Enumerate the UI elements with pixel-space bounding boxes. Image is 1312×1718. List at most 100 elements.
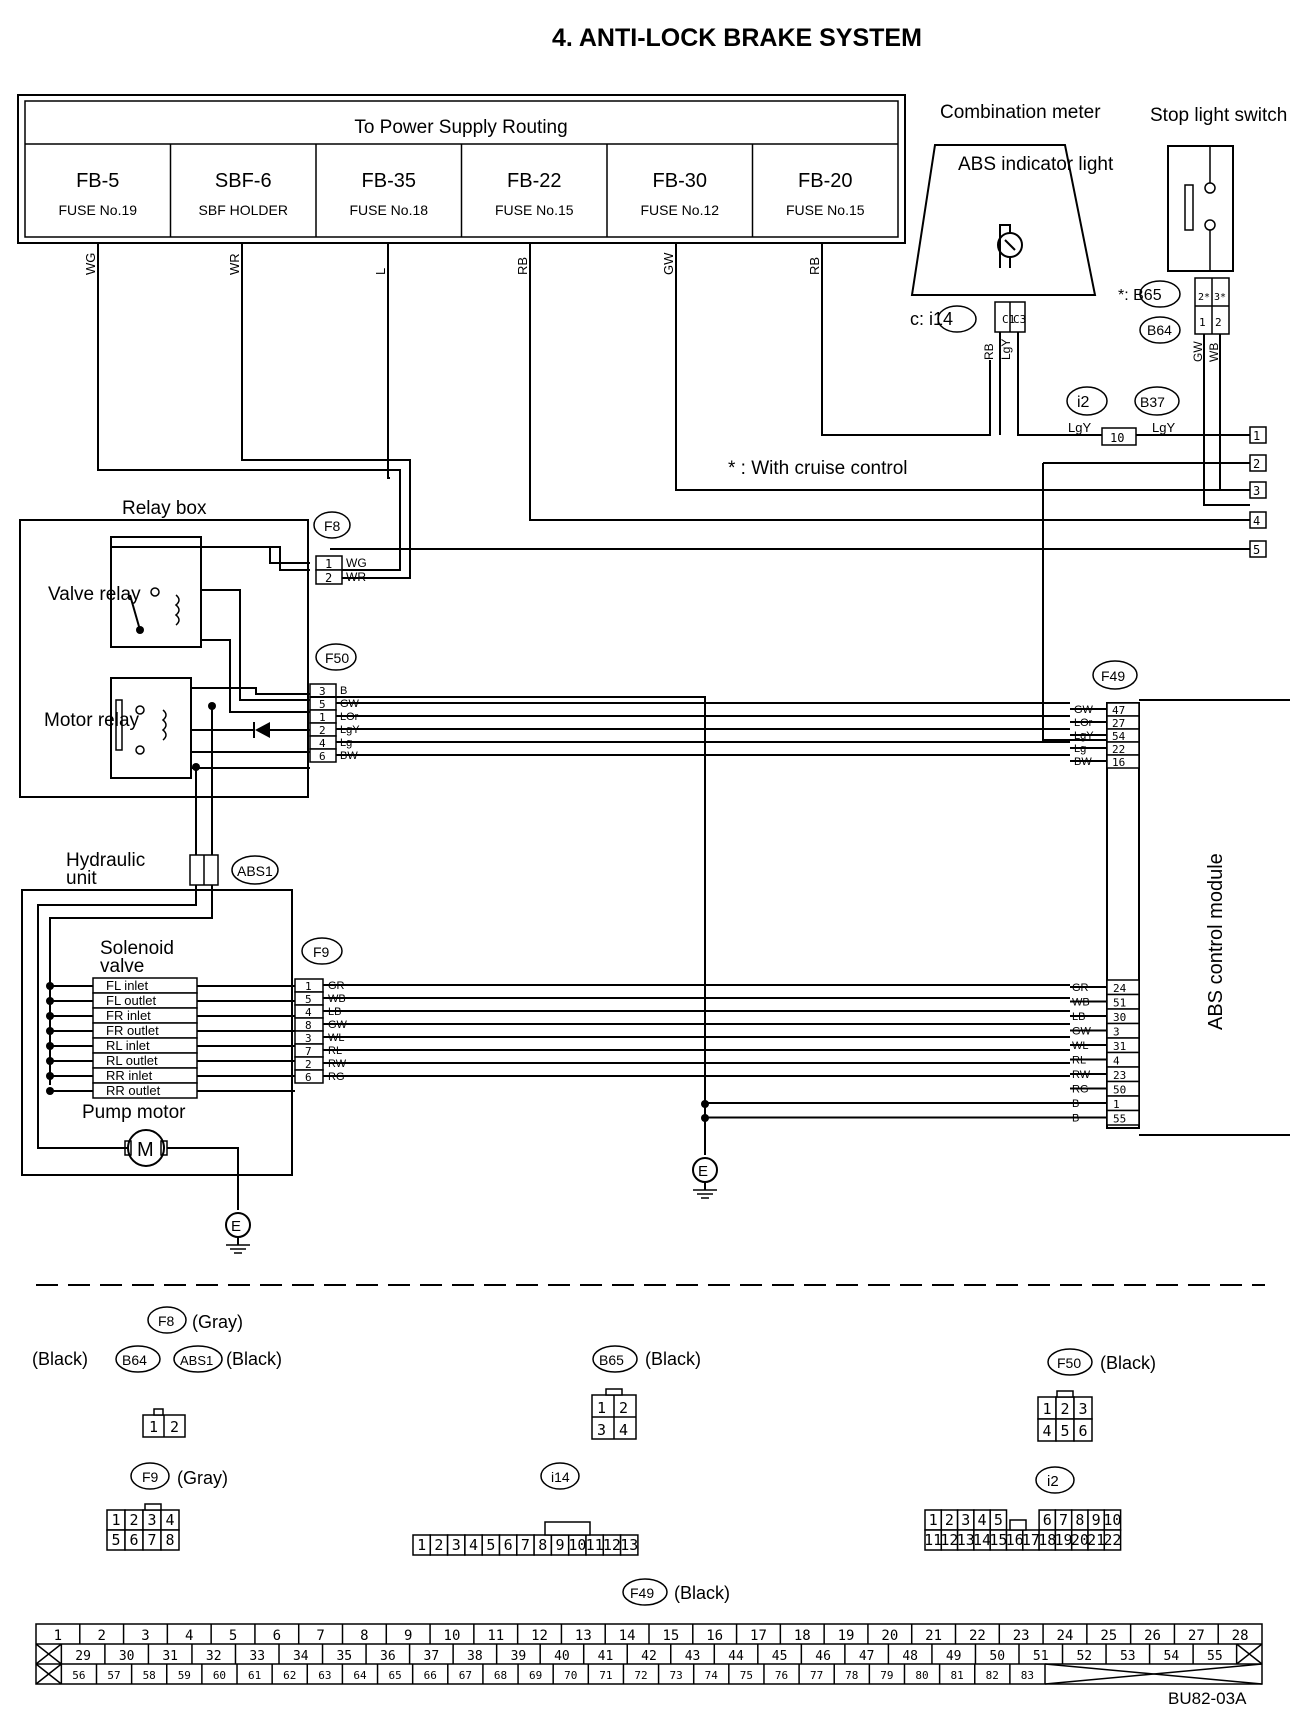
f50-cell [1073, 1418, 1093, 1442]
supply-wire-label: L [373, 268, 388, 275]
svg-text:12: 12 [603, 1536, 621, 1554]
f8-pin [315, 569, 343, 585]
svg-text:(Gray): (Gray) [192, 1312, 243, 1332]
relay-box: Relay box Valve relay Motor relay [19, 498, 310, 858]
fuse-name: SBF-6 [215, 170, 272, 192]
f49-cell: 77 [810, 1669, 823, 1682]
svg-text:47: 47 [1112, 704, 1125, 717]
svg-text:2: 2 [305, 1058, 312, 1071]
combination-meter: Combination meter ABS indicator light C1… [910, 102, 1114, 436]
hydraulic-label: Hydraulic [66, 850, 145, 871]
svg-text:1: 1 [597, 1399, 606, 1417]
svg-text:6: 6 [129, 1531, 138, 1549]
fuse-name: FB-30 [653, 170, 707, 192]
terminal-number: 1 [1253, 429, 1260, 443]
svg-text:6: 6 [305, 1071, 312, 1084]
i2-b37-junction: i2 B37 LgY LgY 10 * : With cruise contro… [728, 386, 1250, 479]
f49-cell: 52 [1076, 1649, 1092, 1664]
svg-text:8: 8 [538, 1536, 547, 1554]
svg-text:1: 1 [1199, 316, 1206, 329]
f49-cell: 11 [487, 1628, 504, 1644]
f50-wire: B [340, 685, 347, 697]
svg-text:18: 18 [1038, 1531, 1056, 1549]
f49-cell: 60 [213, 1669, 226, 1682]
svg-text:2: 2 [619, 1399, 628, 1417]
valve-label: FR inlet [106, 1008, 151, 1023]
svg-text:1: 1 [417, 1536, 426, 1554]
f49-cell: 1 [54, 1628, 62, 1644]
svg-text:1: 1 [1042, 1400, 1051, 1418]
svg-text:unit: unit [66, 868, 97, 889]
f49-cell: 46 [815, 1649, 831, 1664]
svg-text:24: 24 [1113, 982, 1127, 995]
svg-text:14: 14 [973, 1531, 991, 1549]
f49-cell: 9 [404, 1628, 412, 1644]
legend-f8: F8 (Gray) (Black) B64 ABS1 (Black) 1 2 [32, 1306, 282, 1438]
f49-cell: 51 [1033, 1649, 1049, 1664]
valve-label: FL inlet [106, 978, 149, 993]
svg-text:E: E [231, 1218, 241, 1235]
f49-cell: 70 [564, 1669, 577, 1682]
f49-cell: 34 [293, 1649, 309, 1664]
stop-light-label: Stop light switch [1150, 105, 1287, 126]
svg-text:F9: F9 [142, 1469, 159, 1485]
f49-cell: 48 [902, 1649, 918, 1664]
fuse-sub: FUSE No.19 [58, 202, 137, 218]
svg-text:3: 3 [319, 685, 326, 698]
svg-text:LgY: LgY [1152, 420, 1175, 435]
f49-cell: 82 [986, 1669, 999, 1682]
svg-text:5: 5 [486, 1536, 495, 1554]
svg-text:(Black): (Black) [32, 1349, 88, 1369]
f49-cell: 12 [531, 1628, 548, 1644]
f49-cell: 21 [925, 1628, 942, 1644]
svg-text:6: 6 [319, 750, 326, 763]
f49-cell: 78 [845, 1669, 858, 1682]
supply-wire-label: RB [807, 257, 822, 275]
svg-text:11: 11 [586, 1536, 604, 1554]
svg-text:5: 5 [319, 698, 326, 711]
f49-cell: 6 [273, 1628, 281, 1644]
svg-text:C3: C3 [1013, 313, 1026, 326]
solenoid-label: Solenoid [100, 938, 174, 959]
svg-text:1: 1 [149, 1418, 158, 1436]
svg-text:F8: F8 [158, 1313, 175, 1329]
svg-text:3: 3 [452, 1536, 461, 1554]
fuse-sub: FUSE No.18 [349, 202, 428, 218]
fuse-name: FB-22 [507, 170, 561, 192]
svg-text:2: 2 [945, 1511, 954, 1529]
f49-cell: 64 [353, 1669, 367, 1682]
svg-text:2: 2 [434, 1536, 443, 1554]
f49-cell: 73 [670, 1669, 683, 1682]
f49-cell: 16 [706, 1628, 723, 1644]
svg-text:3: 3 [1113, 1026, 1120, 1039]
terminal-number: 5 [1253, 543, 1260, 557]
svg-text:10: 10 [1103, 1511, 1121, 1529]
f49-cell: 44 [728, 1649, 744, 1664]
svg-text:4: 4 [978, 1511, 987, 1529]
svg-text:1: 1 [929, 1511, 938, 1529]
supply-wire-label: GW [661, 252, 676, 275]
f49-cell: 32 [206, 1649, 222, 1664]
f49-cell: 81 [951, 1669, 964, 1682]
svg-text:1: 1 [1113, 1098, 1120, 1111]
f49-cell: 33 [249, 1649, 265, 1664]
svg-text:3: 3 [1078, 1400, 1087, 1418]
f49-cell: 58 [143, 1669, 156, 1682]
f49-cell: 75 [740, 1669, 753, 1682]
f49-cell: 69 [529, 1669, 542, 1682]
svg-text:4: 4 [305, 1006, 312, 1019]
svg-text:10: 10 [1110, 431, 1124, 445]
terminal-number: 3 [1253, 484, 1260, 498]
fuse-sub: FUSE No.15 [786, 202, 865, 218]
f9-cell [160, 1529, 180, 1551]
svg-text:F49: F49 [630, 1585, 654, 1601]
abs-indicator-label: ABS indicator light [958, 154, 1114, 175]
svg-text:(Black): (Black) [674, 1583, 730, 1603]
f49-label: F49 [1101, 668, 1125, 684]
svg-text:7: 7 [1059, 1511, 1068, 1529]
